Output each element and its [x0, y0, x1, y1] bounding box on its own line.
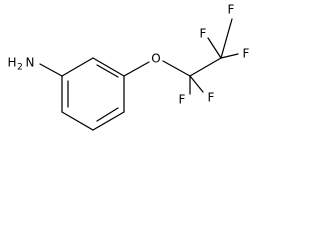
cf-bond-2 — [189, 75, 204, 93]
amine-group: H 2 N — [7, 56, 34, 73]
amine-n-label: N — [26, 56, 35, 70]
ring-bond-2 — [92, 57, 125, 77]
cf-bond-3 — [207, 37, 222, 59]
cf-bond-4 — [220, 18, 233, 59]
ether-oxygen-label: O — [151, 52, 160, 66]
c-c-bond — [189, 57, 222, 77]
fluorine-label-2: F — [208, 91, 215, 105]
double-bond-inner-1 — [96, 64, 119, 78]
fluorine-label-4: F — [228, 3, 235, 17]
fluorine-label-5: F — [243, 47, 250, 61]
amine-h-label: H — [7, 56, 16, 70]
structure-diagram: H 2 N O F F F F F — [7, 3, 250, 131]
ring-bond-5 — [61, 111, 94, 131]
amine-h-subscript: 2 — [17, 63, 23, 73]
benzene-ring — [61, 57, 125, 131]
cf-bond-5 — [220, 53, 239, 59]
ring-bond-1 — [61, 57, 94, 77]
o-c-bond — [162, 60, 191, 77]
c-o-bond — [123, 61, 150, 77]
ring-bond-4 — [92, 111, 125, 131]
aromatic-double-bonds — [67, 64, 119, 122]
c-n-bond — [39, 63, 63, 77]
fluorine-label-1: F — [179, 93, 186, 107]
double-bond-inner-2 — [96, 107, 119, 122]
fluorine-label-3: F — [200, 27, 207, 41]
